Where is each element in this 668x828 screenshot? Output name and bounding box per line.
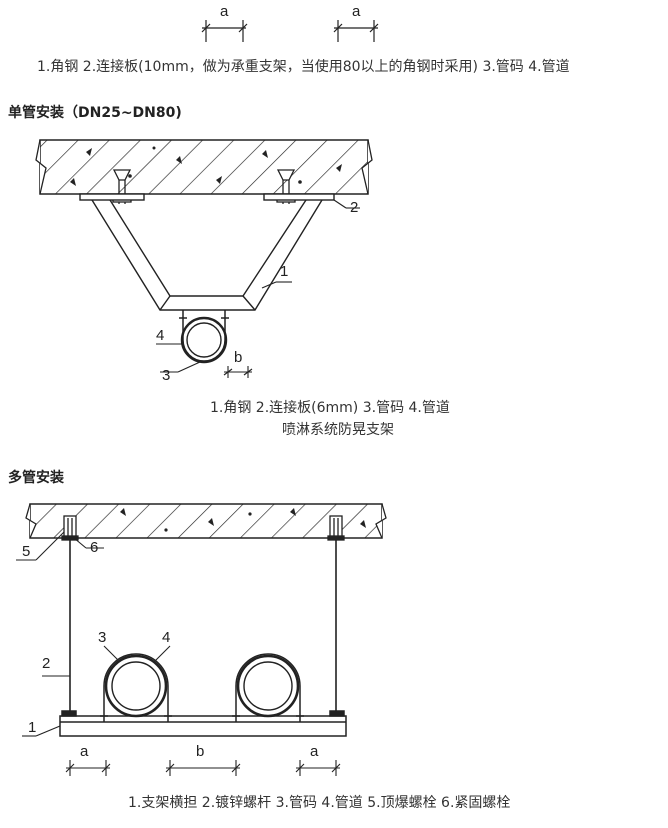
multi-expansion-bolt-left xyxy=(61,515,79,541)
single-heading: 单管安装（DN25~DN80) xyxy=(8,105,182,121)
multi-dim-b xyxy=(165,760,241,776)
multi-pipe-clamps xyxy=(100,653,304,722)
top-dim-a-left xyxy=(201,20,248,42)
single-dim-b-label: b xyxy=(234,349,242,366)
single-connection-plates xyxy=(79,193,335,201)
single-label-4: 4 xyxy=(156,327,164,344)
multi-label-4: 4 xyxy=(162,629,170,646)
single-label-1: 1 xyxy=(280,263,288,280)
multi-pipe-left xyxy=(104,654,168,718)
single-angle-steel-frame xyxy=(91,199,323,311)
single-caption-line1: 1.角钢 2.连接板(6mm) 3.管码 4.管道 xyxy=(210,400,450,416)
multi-threaded-rods xyxy=(69,540,337,720)
multi-leaders xyxy=(16,531,171,737)
multi-label-1: 1 xyxy=(28,719,36,736)
multi-caption: 1.支架横担 2.镀锌螺杆 3.管码 4.管道 5.顶爆螺栓 6.紧固螺栓 xyxy=(128,795,511,811)
single-caption-line2: 喷淋系统防晃支架 xyxy=(282,422,394,438)
multi-support-crossbar xyxy=(59,710,347,737)
single-ceiling-slab xyxy=(35,139,373,195)
multi-label-6: 6 xyxy=(90,539,98,556)
multi-label-5: 5 xyxy=(22,543,30,560)
top-dim-a-right-label: a xyxy=(352,3,361,20)
multi-dim-b-label: b xyxy=(196,743,204,760)
top-dim-a-right xyxy=(333,20,379,42)
top-caption: 1.角钢 2.连接板(10mm，做为承重支架，当使用80以上的角钢时采用) 3.… xyxy=(37,59,570,75)
multi-expansion-bolt-right xyxy=(327,515,345,541)
multi-label-3: 3 xyxy=(98,629,106,646)
multi-dim-a-left xyxy=(65,760,111,776)
single-pipe xyxy=(180,316,228,364)
multi-dim-a-right-label: a xyxy=(310,743,319,760)
top-dim-a-left-label: a xyxy=(220,3,229,20)
multi-heading: 多管安装 xyxy=(8,470,64,486)
multi-label-2: 2 xyxy=(42,655,50,672)
multi-dim-a-right xyxy=(295,760,341,776)
multi-dim-a-left-label: a xyxy=(80,743,89,760)
single-leaders xyxy=(156,199,360,373)
single-label-3: 3 xyxy=(162,367,170,384)
single-pipe-clamp xyxy=(179,310,229,362)
single-label-2: 2 xyxy=(350,199,358,216)
single-dim-b xyxy=(223,366,253,378)
multi-ceiling-slab xyxy=(25,503,387,539)
multi-pipe-right xyxy=(236,654,300,718)
